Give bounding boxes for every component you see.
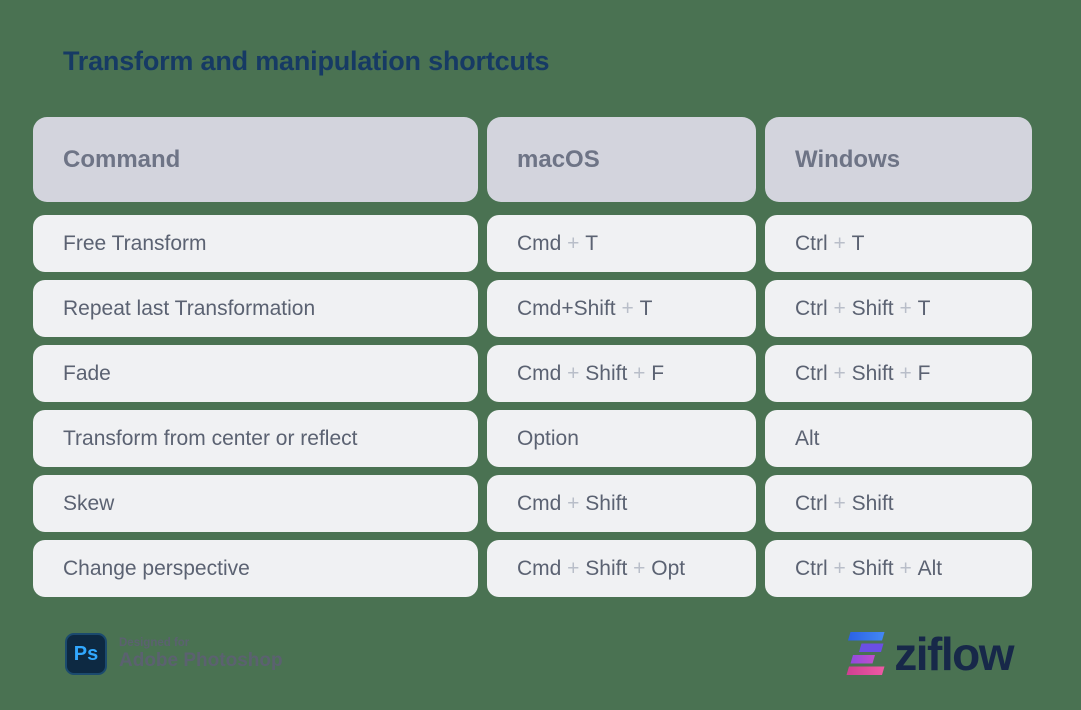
key-label: Alt [917,556,943,580]
plus-separator: + [561,231,586,255]
plus-separator: + [827,491,852,515]
plus-separator: + [827,231,852,255]
windows-shortcut-cell: Ctrl + Shift + T [765,280,1032,337]
key-label: T [917,296,931,320]
key-label: Shift [851,491,894,515]
key-label: Cmd [517,231,562,255]
designed-for-label: Designed for [119,636,190,649]
macos-shortcut-cell: Cmd+Shift + T [487,280,756,337]
windows-shortcut-cell: Alt [765,410,1032,467]
key-label: T [639,296,653,320]
plus-separator: + [627,556,652,580]
command-cell: Skew [33,475,478,532]
plus-separator: + [893,296,918,320]
key-label: Shift [851,556,894,580]
plus-separator: + [827,556,852,580]
command-label: Transform from center or reflect [63,426,358,450]
windows-shortcut-cell: Ctrl + T [765,215,1032,272]
table-header-row: Command macOS Windows [33,117,1032,202]
key-label: Opt [651,556,686,580]
command-label: Repeat last Transformation [63,296,316,320]
key-label: Ctrl [795,491,828,515]
command-cell: Free Transform [33,215,478,272]
ziflow-logo: ziflow [846,628,1014,680]
column-header-windows: Windows [765,117,1032,202]
plus-separator: + [627,361,652,385]
command-label: Skew [63,491,115,515]
command-cell: Transform from center or reflect [33,410,478,467]
command-label: Fade [63,361,111,385]
key-label: Cmd [517,361,562,385]
key-label: Cmd [517,491,562,515]
key-label: Ctrl [795,556,828,580]
plus-separator: + [827,296,852,320]
key-label: Cmd [517,556,562,580]
plus-separator: + [561,491,586,515]
column-header-macos: macOS [487,117,756,202]
plus-separator: + [827,361,852,385]
macos-shortcut-cell: Cmd + Shift + F [487,345,756,402]
plus-separator: + [893,361,918,385]
command-label: Free Transform [63,231,207,255]
key-label: Shift [851,296,894,320]
footer: Ps Designed for Adobe Photoshop [65,628,1014,680]
key-label: Cmd+Shift [517,296,616,320]
key-label: Option [517,426,579,450]
key-label: Shift [585,361,628,385]
ziflow-z-icon [846,632,885,675]
key-label: Ctrl [795,231,828,255]
windows-shortcut-cell: Ctrl + Shift + F [765,345,1032,402]
command-cell: Repeat last Transformation [33,280,478,337]
plus-separator: + [615,296,640,320]
macos-shortcut-cell: Cmd + Shift [487,475,756,532]
column-header-command: Command [33,117,478,202]
key-label: Ctrl [795,296,828,320]
key-label: F [651,361,665,385]
ziflow-wordmark: ziflow [894,628,1014,680]
plus-separator: + [561,361,586,385]
plus-separator: + [893,556,918,580]
windows-shortcut-cell: Ctrl + Shift [765,475,1032,532]
adobe-photoshop-credit: Ps Designed for Adobe Photoshop [65,633,283,675]
credit-text: Designed for Adobe Photoshop [119,637,283,672]
key-label: T [851,231,865,255]
app-name-label: Adobe Photoshop [119,649,283,671]
macos-shortcut-cell: Option [487,410,756,467]
key-label: T [585,231,599,255]
key-label: Shift [585,556,628,580]
photoshop-logo: Ps [65,633,107,675]
page-title: Transform and manipulation shortcuts [63,46,550,76]
photoshop-logo-text: Ps [73,642,99,665]
command-cell: Fade [33,345,478,402]
key-label: Shift [585,491,628,515]
key-label: F [917,361,931,385]
key-label: Alt [795,426,820,450]
windows-shortcut-cell: Ctrl + Shift + Alt [765,540,1032,597]
macos-shortcut-cell: Cmd + Shift + Opt [487,540,756,597]
key-label: Ctrl [795,361,828,385]
plus-separator: + [561,556,586,580]
command-cell: Change perspective [33,540,478,597]
macos-shortcut-cell: Cmd + T [487,215,756,272]
command-label: Change perspective [63,556,250,580]
key-label: Shift [851,361,894,385]
